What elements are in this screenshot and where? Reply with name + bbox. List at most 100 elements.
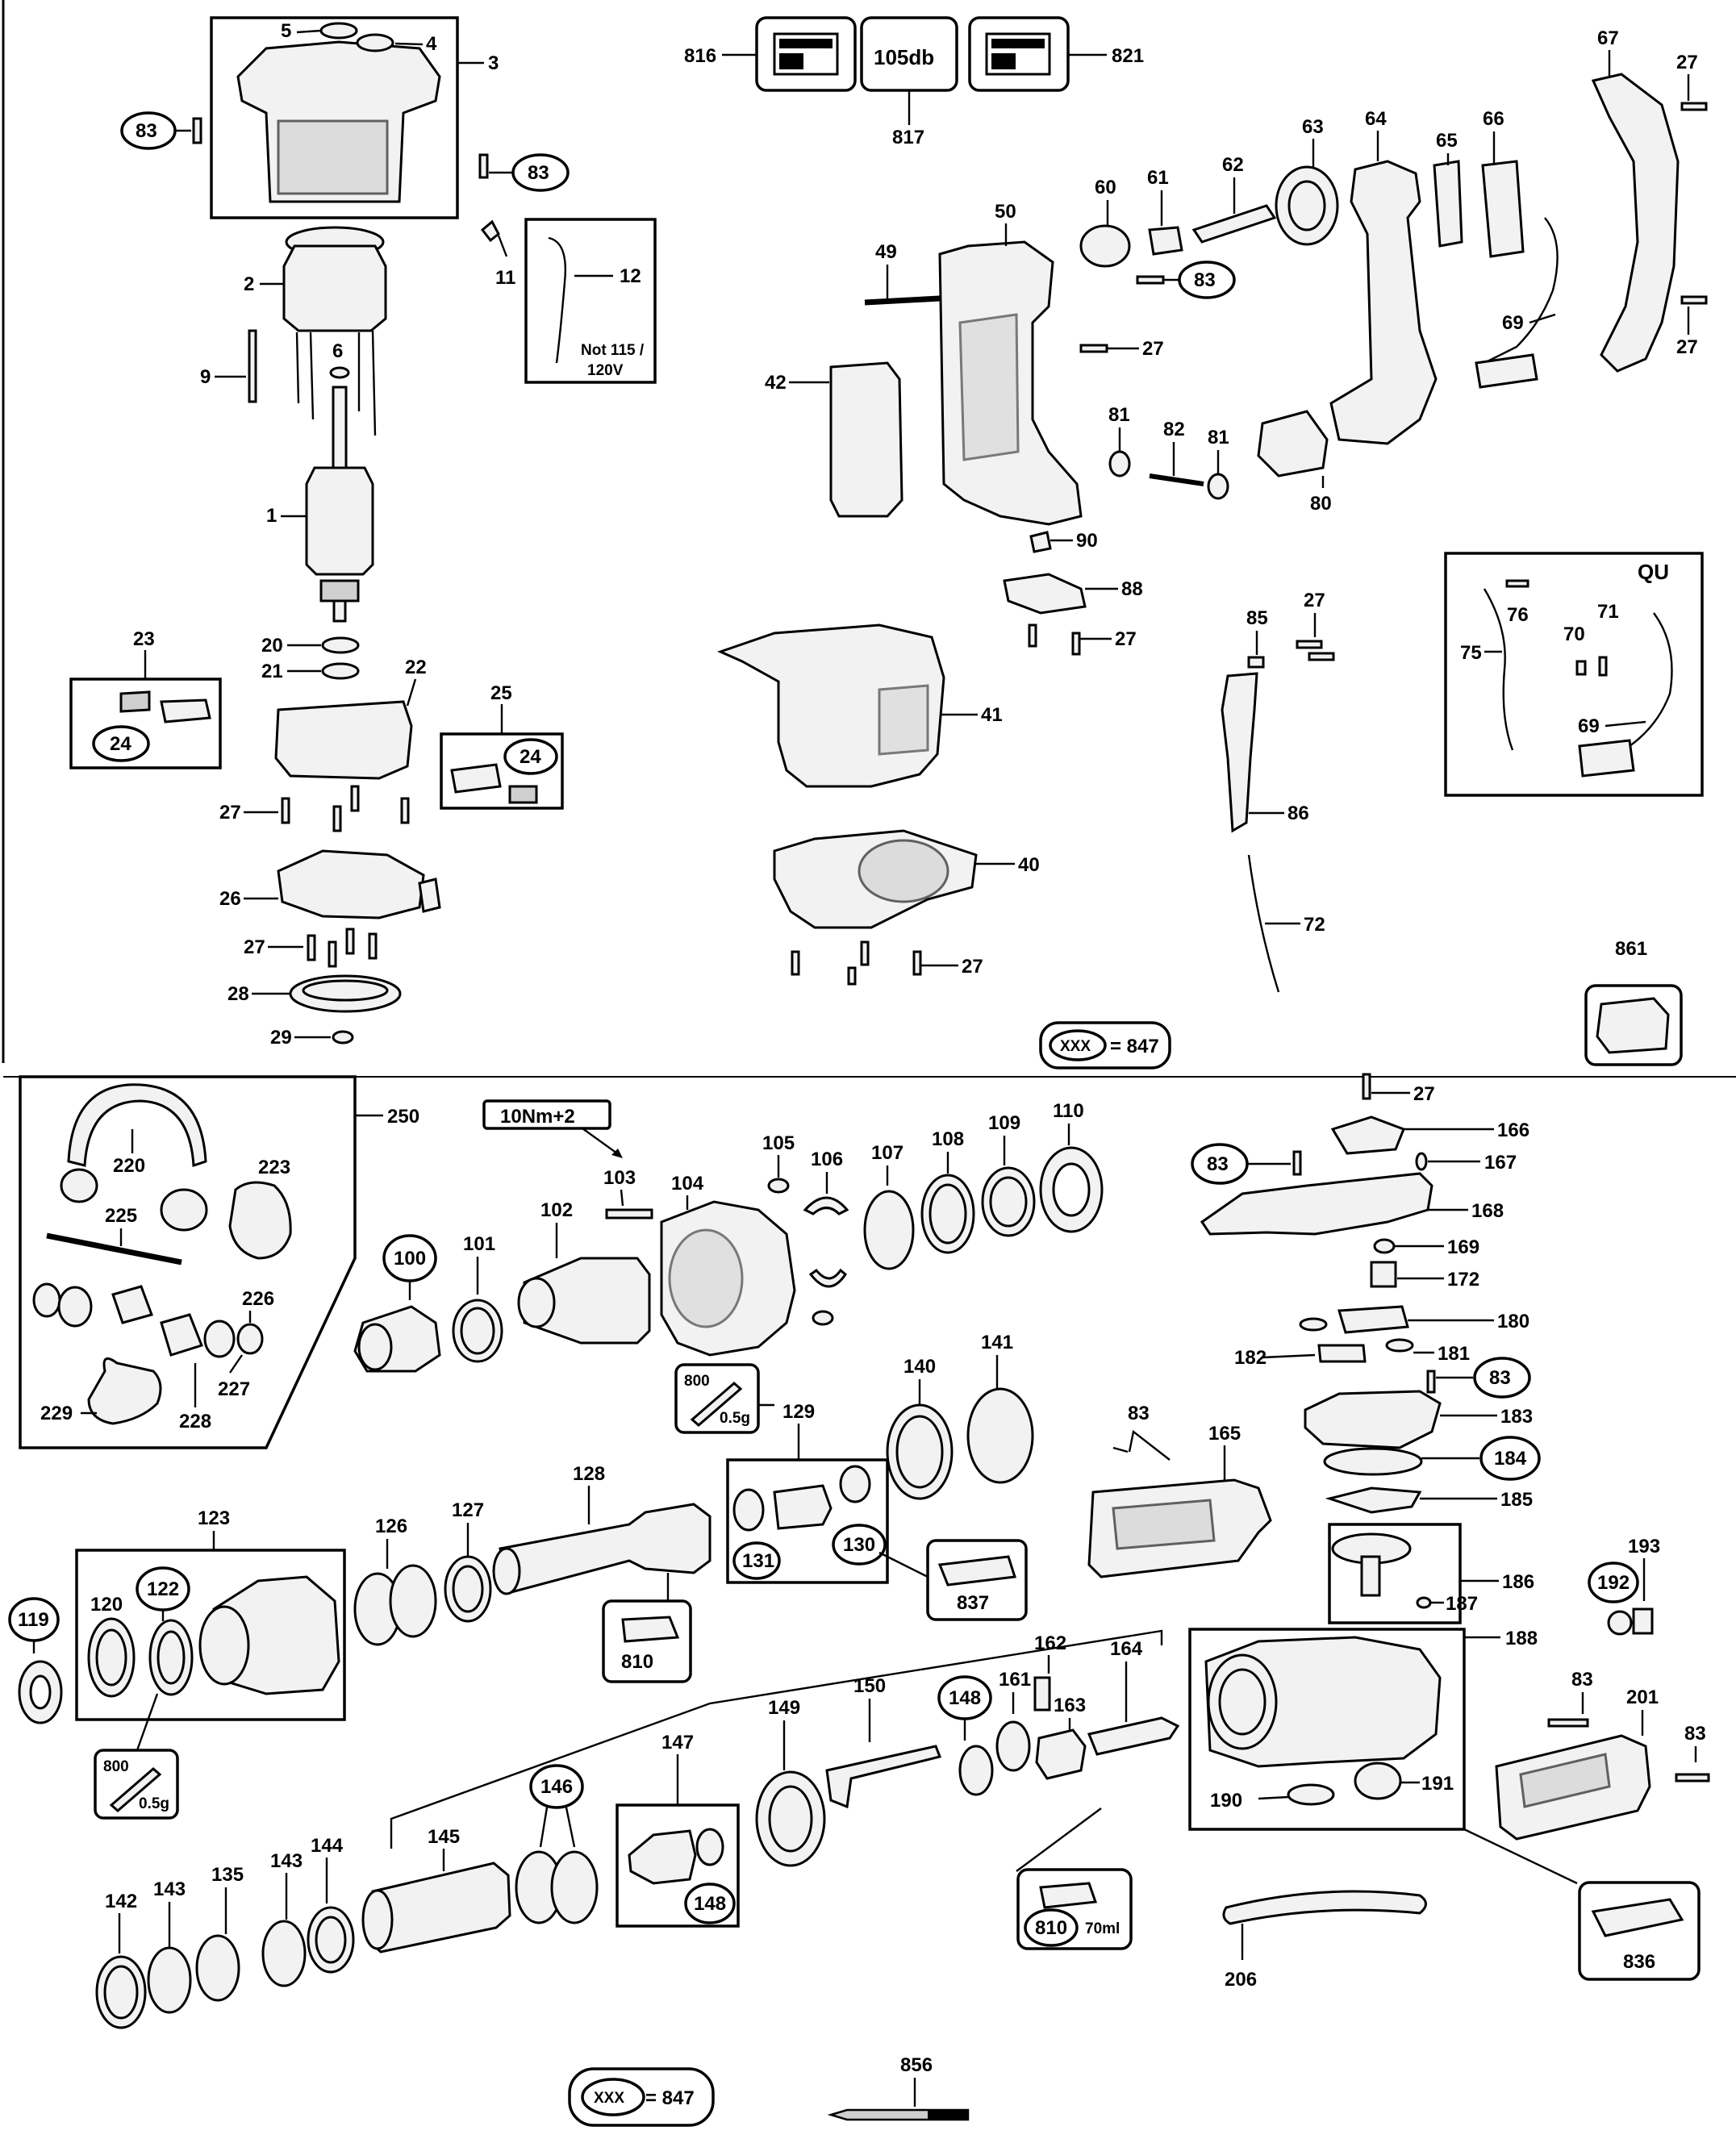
end-cap-part-80 xyxy=(1257,410,1329,477)
callout-192 xyxy=(1588,1562,1639,1603)
label-86: 86 xyxy=(1287,803,1309,824)
label-100: 100 xyxy=(394,1248,426,1270)
legend-frame-bottom xyxy=(568,2067,715,2127)
clip-part-11 xyxy=(480,219,500,243)
label-191: 191 xyxy=(1421,1773,1454,1795)
part-61 xyxy=(1148,226,1183,256)
bearing-part-4 xyxy=(356,33,394,52)
label-62: 62 xyxy=(1222,154,1244,176)
box-250 xyxy=(19,1075,357,1449)
label-123: 123 xyxy=(198,1507,230,1529)
callout-130 xyxy=(832,1524,887,1566)
label-150: 150 xyxy=(853,1675,886,1697)
label-72: 72 xyxy=(1304,914,1325,936)
label-144: 144 xyxy=(311,1835,344,1857)
label-192: 192 xyxy=(1597,1572,1630,1594)
label-220: 220 xyxy=(113,1155,145,1177)
callout-83-right xyxy=(511,153,570,192)
label-181: 181 xyxy=(1438,1343,1470,1365)
rear-handle-part-64 xyxy=(1329,160,1438,445)
ring-part-60 xyxy=(1079,224,1131,268)
label-141: 141 xyxy=(981,1332,1013,1353)
spindle-part-128 xyxy=(499,1503,712,1595)
legend-xxx: XXX xyxy=(1060,1038,1091,1055)
ring-part-143b xyxy=(261,1920,307,1987)
label-69: 69 xyxy=(1502,312,1524,334)
ring-part-148a xyxy=(958,1745,994,1796)
label-49: 49 xyxy=(875,241,897,263)
front-assembly-group: 10Nm+2 103 104 100 101 102 105 106 xyxy=(8,1099,1104,1820)
label-228: 228 xyxy=(179,1411,211,1432)
armature-shaft xyxy=(332,386,348,469)
stator-part-2 xyxy=(282,244,387,332)
label-29: 29 xyxy=(270,1027,292,1049)
bolt-part-9 xyxy=(248,329,257,403)
label-75: 75 xyxy=(1460,642,1482,664)
label-25: 25 xyxy=(490,682,512,704)
lower-assembly-group: 162 164 161 163 150 148 149 147 148 xyxy=(95,1629,1701,2127)
box-123 xyxy=(75,1549,346,1721)
label-64: 64 xyxy=(1365,108,1387,130)
callout-24a xyxy=(92,725,150,762)
label-106: 106 xyxy=(811,1149,843,1170)
ring-part-126b xyxy=(389,1564,437,1638)
label-85: 85 xyxy=(1246,607,1268,629)
ring-part-135 xyxy=(195,1934,240,2002)
torque-box xyxy=(482,1099,611,1130)
box-836 xyxy=(1578,1881,1701,1981)
label-861: 861 xyxy=(1615,938,1647,960)
label-183: 183 xyxy=(1500,1406,1533,1428)
box-188 xyxy=(1188,1628,1466,1831)
label-27b: 27 xyxy=(244,936,265,958)
label-12: 12 xyxy=(620,265,641,287)
label-50: 50 xyxy=(995,201,1016,223)
label-810a: 810 xyxy=(621,1651,653,1673)
part-90 xyxy=(1029,531,1052,553)
callout-148b xyxy=(684,1883,736,1924)
part-81a xyxy=(1108,450,1131,477)
label-127: 127 xyxy=(452,1499,484,1521)
bolt-part-103 xyxy=(605,1208,653,1220)
box-810a xyxy=(602,1599,692,1683)
ring-part-107 xyxy=(863,1190,915,1270)
label-6: 6 xyxy=(332,340,343,362)
label-148b: 148 xyxy=(694,1893,726,1915)
label-83b: 83 xyxy=(528,162,549,184)
washer-part-6 xyxy=(329,366,350,379)
label-60: 60 xyxy=(1095,177,1116,198)
label-142: 142 xyxy=(105,1891,137,1912)
label-135: 135 xyxy=(211,1864,244,1886)
main-housing-group: 50 49 42 27 90 88 27 41 40 xyxy=(716,201,1164,986)
label-83c: 83 xyxy=(1194,269,1216,291)
screw-part-83 xyxy=(192,117,202,144)
part-150 xyxy=(825,1745,942,1809)
label-167: 167 xyxy=(1484,1152,1517,1174)
label-70ml: 70ml xyxy=(1085,1920,1120,1937)
label-101: 101 xyxy=(463,1233,495,1255)
box-147 xyxy=(616,1803,740,1928)
label-4: 4 xyxy=(426,33,437,55)
label-186: 186 xyxy=(1502,1571,1534,1593)
label-162: 162 xyxy=(1034,1632,1066,1654)
callout-83e xyxy=(1473,1357,1531,1399)
label-torque: 10Nm+2 xyxy=(500,1106,575,1128)
brush-housing-part-22 xyxy=(274,700,413,780)
qu-frame xyxy=(1444,552,1704,797)
part-88 xyxy=(1003,573,1087,615)
label-146: 146 xyxy=(540,1776,573,1798)
label-229: 229 xyxy=(40,1403,73,1424)
label-188: 188 xyxy=(1505,1628,1538,1649)
label-182: 182 xyxy=(1234,1347,1267,1369)
motor-assembly-group: 5 4 3 83 83 11 12 Not 115 / 120V 2 xyxy=(69,16,657,1049)
label-23: 23 xyxy=(133,628,155,650)
label-800a: 800 xyxy=(684,1373,710,1390)
knob-part-223 xyxy=(228,1181,292,1260)
link-part-164 xyxy=(1087,1716,1180,1756)
box-186 xyxy=(1328,1523,1462,1624)
switch-part-66 xyxy=(1481,160,1525,258)
label-27: 27 xyxy=(219,802,241,823)
label-71: 71 xyxy=(1597,601,1619,623)
label-81a: 81 xyxy=(1108,404,1130,426)
label-76: 76 xyxy=(1507,604,1529,626)
label-817: 817 xyxy=(892,127,924,148)
